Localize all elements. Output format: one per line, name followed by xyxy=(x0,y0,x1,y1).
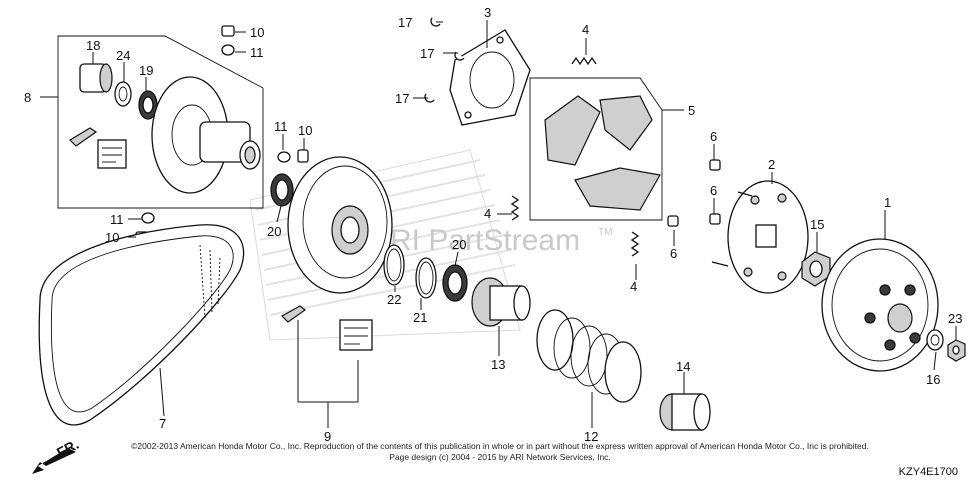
callout-numbers: 1 2 3 4 4 4 5 6 6 6 7 8 9 10 10 10 11 11… xyxy=(24,5,962,444)
callout-3[interactable]: 3 xyxy=(484,5,491,20)
callout-15[interactable]: 15 xyxy=(810,217,824,232)
callout-19[interactable]: 19 xyxy=(139,63,153,78)
front-direction-arrow-icon: FR. xyxy=(32,436,81,474)
part-8-drive-face[interactable] xyxy=(151,76,261,194)
callout-4-mid[interactable]: 4 xyxy=(484,206,491,221)
slider-piece-2-icon xyxy=(281,305,306,323)
part-1-clutch-outer[interactable] xyxy=(821,238,939,372)
callout-13[interactable]: 13 xyxy=(491,357,505,372)
callout-2[interactable]: 2 xyxy=(768,157,775,172)
part-4-spring-mid[interactable] xyxy=(510,195,520,221)
callout-18[interactable]: 18 xyxy=(86,38,100,53)
callout-5[interactable]: 5 xyxy=(688,103,695,118)
instruction-label-2-icon xyxy=(339,319,373,351)
callout-1[interactable]: 1 xyxy=(884,195,891,210)
page-design-credit: Page design (c) 2004 - 2015 by ARI Netwo… xyxy=(389,452,611,462)
part-10-bolt-top[interactable] xyxy=(221,25,235,37)
part-20-oil-seal-left[interactable] xyxy=(270,173,294,207)
part-10-bolt-mid[interactable] xyxy=(297,149,309,163)
callout-7[interactable]: 7 xyxy=(159,416,166,431)
part-12-driven-face-spring[interactable] xyxy=(536,309,642,403)
part-13-seal-collar[interactable] xyxy=(471,277,531,327)
part-23-nut[interactable] xyxy=(947,339,966,362)
part-17-clip-a[interactable] xyxy=(430,17,441,27)
instruction-label-icon xyxy=(97,139,127,169)
drive-pulley-group-box xyxy=(40,35,264,209)
part-9-leader-bracket xyxy=(297,320,359,428)
slider-piece-icon xyxy=(69,127,98,147)
part-3-clutch-plate[interactable] xyxy=(449,29,531,126)
part-21-o-ring[interactable] xyxy=(415,257,437,299)
leader-lines xyxy=(92,20,957,428)
part-6-bushing-c[interactable] xyxy=(667,215,679,227)
part-4-spring-right[interactable] xyxy=(630,231,640,257)
part-5-clutch-weight-box xyxy=(529,77,663,221)
diagram-code: KZY4E1700 xyxy=(898,466,958,478)
callout-14[interactable]: 14 xyxy=(676,359,690,374)
callout-10-low[interactable]: 10 xyxy=(105,230,119,245)
watermark-brand: ARI PartStream xyxy=(370,224,580,257)
callout-4-top[interactable]: 4 xyxy=(582,22,589,37)
part-18-needle-bearing[interactable] xyxy=(79,63,113,93)
callout-23[interactable]: 23 xyxy=(948,311,962,326)
copyright-notice: ©2002-2013 American Honda Motor Co., Inc… xyxy=(131,441,869,451)
callout-17-c[interactable]: 17 xyxy=(395,91,409,106)
callout-9[interactable]: 9 xyxy=(324,429,331,444)
callout-11-low[interactable]: 11 xyxy=(110,212,124,227)
part-14-collar[interactable] xyxy=(659,393,711,431)
callout-4-right[interactable]: 4 xyxy=(630,279,637,294)
part-6-bushing-a[interactable] xyxy=(709,159,721,171)
callout-12[interactable]: 12 xyxy=(584,429,598,444)
part-6-bushing-b[interactable] xyxy=(709,213,721,225)
part-4-spring-top[interactable] xyxy=(571,56,597,66)
part-16-washer[interactable] xyxy=(926,329,944,351)
callout-21[interactable]: 21 xyxy=(413,310,427,325)
part-19-bearing[interactable] xyxy=(138,90,158,120)
callout-22[interactable]: 22 xyxy=(387,292,401,307)
callout-6-a[interactable]: 6 xyxy=(710,129,717,144)
callout-10-top[interactable]: 10 xyxy=(250,25,264,40)
callout-10-mid[interactable]: 10 xyxy=(298,123,312,138)
callout-11-top[interactable]: 11 xyxy=(250,45,264,60)
part-17-clip-c[interactable] xyxy=(424,93,435,103)
callout-17-b[interactable]: 17 xyxy=(420,46,434,61)
part-11-washer-mid[interactable] xyxy=(277,151,291,163)
part-20-oil-seal-right[interactable] xyxy=(442,264,468,302)
callout-20-right[interactable]: 20 xyxy=(452,237,466,252)
callout-6-b[interactable]: 6 xyxy=(710,183,717,198)
watermark-trademark: TM xyxy=(598,227,612,238)
part-11-washer-low[interactable] xyxy=(141,212,155,224)
callout-17-a[interactable]: 17 xyxy=(398,15,412,30)
callout-8[interactable]: 8 xyxy=(24,90,31,105)
part-22-o-ring[interactable] xyxy=(383,244,405,286)
part-9-driven-face[interactable] xyxy=(287,156,393,294)
part-5-clutch-weight-set[interactable] xyxy=(544,95,661,211)
callout-11-mid[interactable]: 11 xyxy=(274,119,288,134)
part-11-washer-top[interactable] xyxy=(221,44,235,56)
part-24-oil-seal[interactable] xyxy=(114,81,132,107)
callout-16[interactable]: 16 xyxy=(926,372,940,387)
part-2-drive-plate[interactable] xyxy=(711,180,809,294)
part-7-drive-belt[interactable] xyxy=(38,224,245,426)
callout-20-left[interactable]: 20 xyxy=(267,224,281,239)
callout-24[interactable]: 24 xyxy=(116,48,130,63)
callout-6-c[interactable]: 6 xyxy=(670,246,677,261)
